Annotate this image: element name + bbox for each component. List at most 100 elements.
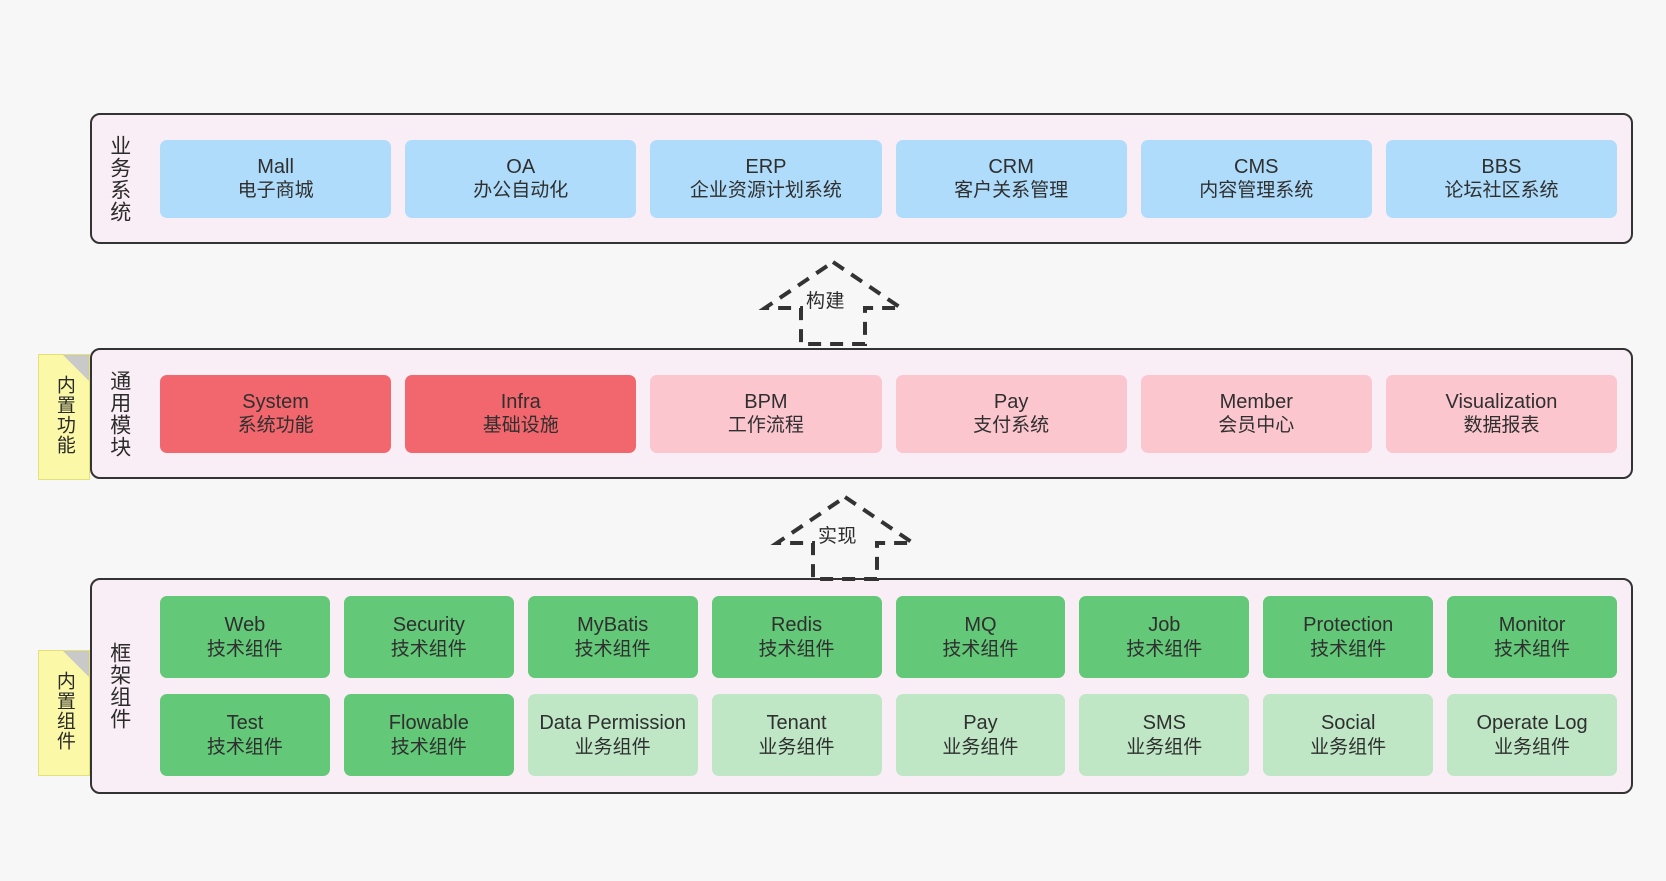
node-oa-title: OA xyxy=(506,155,536,178)
node-data-permission-title: Data Permission xyxy=(539,712,687,735)
layer-business-systems-body: Mall 电子商城 OA 办公自动化 ERP 企业资源计划系统 CRM 客户关系… xyxy=(146,115,1631,242)
node-visualization-title: Visualization xyxy=(1445,390,1558,413)
node-redis-title: Redis xyxy=(770,614,823,637)
node-erp[interactable]: ERP 企业资源计划系统 xyxy=(650,139,882,218)
note-fold-corner-icon xyxy=(63,355,89,381)
node-bbs[interactable]: BBS 论坛社区系统 xyxy=(1385,139,1618,218)
note-builtin-features: 内置功能 xyxy=(38,354,90,480)
node-pay-module-subtitle: 支付系统 xyxy=(973,415,1050,437)
framework-tech-row: Web 技术组件 Security 技术组件 MyBatis 技术组件 Redi… xyxy=(160,596,1617,678)
node-operate-log[interactable]: Operate Log 业务组件 xyxy=(1447,694,1617,776)
layer-common-modules-body: System 系统功能 Infra 基础设施 BPM 工作流程 Pay 支付系统… xyxy=(146,350,1631,477)
node-system-title: System xyxy=(242,390,309,413)
node-pay-module[interactable]: Pay 支付系统 xyxy=(895,374,1127,453)
node-redis[interactable]: Redis 技术组件 xyxy=(711,596,882,678)
node-sms-subtitle: 业务组件 xyxy=(1126,736,1203,758)
node-erp-title: ERP xyxy=(745,155,787,178)
node-monitor[interactable]: Monitor 技术组件 xyxy=(1447,596,1617,678)
node-monitor-subtitle: 技术组件 xyxy=(1494,638,1571,660)
node-security-subtitle: 技术组件 xyxy=(390,638,467,660)
node-job-subtitle: 技术组件 xyxy=(1126,638,1203,660)
node-sms[interactable]: SMS 业务组件 xyxy=(1079,694,1250,776)
node-crm[interactable]: CRM 客户关系管理 xyxy=(895,139,1127,218)
node-social[interactable]: Social 业务组件 xyxy=(1263,694,1434,776)
connector-implement-label: 实现 xyxy=(818,526,858,547)
node-monitor-title: Monitor xyxy=(1498,614,1566,637)
node-operate-log-title: Operate Log xyxy=(1476,712,1588,735)
node-tenant[interactable]: Tenant 业务组件 xyxy=(711,694,882,776)
node-tenant-title: Tenant xyxy=(766,712,827,735)
node-pay-module-title: Pay xyxy=(993,390,1029,413)
node-bbs-title: BBS xyxy=(1481,155,1522,178)
note-builtin-features-label: 内置功能 xyxy=(53,375,75,455)
node-data-permission-subtitle: 业务组件 xyxy=(574,736,651,758)
node-visualization[interactable]: Visualization 数据报表 xyxy=(1385,374,1618,453)
node-mybatis-subtitle: 技术组件 xyxy=(574,638,651,660)
node-bbs-subtitle: 论坛社区系统 xyxy=(1444,180,1559,202)
node-mq[interactable]: MQ 技术组件 xyxy=(895,596,1066,678)
node-protection-subtitle: 技术组件 xyxy=(1310,638,1387,660)
node-member-subtitle: 会员中心 xyxy=(1218,415,1295,437)
node-pay-component-subtitle: 业务组件 xyxy=(942,736,1019,758)
node-oa[interactable]: OA 办公自动化 xyxy=(405,139,637,218)
node-flowable[interactable]: Flowable 技术组件 xyxy=(343,694,514,776)
node-member[interactable]: Member 会员中心 xyxy=(1140,374,1372,453)
node-mybatis[interactable]: MyBatis 技术组件 xyxy=(527,596,698,678)
node-web[interactable]: Web 技术组件 xyxy=(160,596,330,678)
layer-business-systems-title: 业务系统 xyxy=(107,134,131,223)
layer-business-systems: 业务系统 Mall 电子商城 OA 办公自动化 ERP 企业资源计划系统 CRM… xyxy=(90,113,1633,244)
node-web-subtitle: 技术组件 xyxy=(206,638,283,660)
node-oa-subtitle: 办公自动化 xyxy=(473,180,569,202)
node-mybatis-title: MyBatis xyxy=(577,614,649,637)
node-social-subtitle: 业务组件 xyxy=(1310,736,1387,758)
node-cms-title: CMS xyxy=(1234,155,1279,178)
node-job-title: Job xyxy=(1148,614,1181,637)
node-crm-subtitle: 客户关系管理 xyxy=(954,180,1069,202)
node-system[interactable]: System 系统功能 xyxy=(160,374,392,453)
note-fold-corner-icon xyxy=(63,651,89,677)
connector-build-shape xyxy=(758,259,908,346)
node-protection-title: Protection xyxy=(1303,614,1394,637)
node-job[interactable]: Job 技术组件 xyxy=(1079,596,1250,678)
note-builtin-components-label: 内置组件 xyxy=(53,671,75,751)
node-test[interactable]: Test 技术组件 xyxy=(160,694,330,776)
node-protection[interactable]: Protection 技术组件 xyxy=(1263,596,1434,678)
framework-business-row: Test 技术组件 Flowable 技术组件 Data Permission … xyxy=(160,694,1617,776)
node-pay-component-title: Pay xyxy=(963,712,998,735)
node-crm-title: CRM xyxy=(988,155,1034,178)
node-member-title: Member xyxy=(1219,390,1293,413)
node-mq-title: MQ xyxy=(964,614,997,637)
node-cms[interactable]: CMS 内容管理系统 xyxy=(1140,139,1372,218)
node-security-title: Security xyxy=(392,614,465,637)
node-bpm[interactable]: BPM 工作流程 xyxy=(650,374,882,453)
node-data-permission[interactable]: Data Permission 业务组件 xyxy=(527,694,698,776)
node-test-title: Test xyxy=(226,712,264,735)
node-mall-subtitle: 电子商城 xyxy=(237,180,314,202)
node-test-subtitle: 技术组件 xyxy=(206,736,283,758)
node-operate-log-subtitle: 业务组件 xyxy=(1494,736,1571,758)
node-bpm-title: BPM xyxy=(744,390,788,413)
node-infra-title: Infra xyxy=(500,390,541,413)
node-visualization-subtitle: 数据报表 xyxy=(1463,415,1540,437)
node-redis-subtitle: 技术组件 xyxy=(758,638,835,660)
connector-implement: 实现 xyxy=(770,493,920,581)
connector-build-label: 构建 xyxy=(806,291,846,312)
layer-common-modules-title: 通用模块 xyxy=(107,369,131,458)
node-security[interactable]: Security 技术组件 xyxy=(343,596,514,678)
layer-framework-components-title: 框架组件 xyxy=(107,642,131,730)
node-infra-subtitle: 基础设施 xyxy=(482,415,559,437)
layer-common-modules: 通用模块 System 系统功能 Infra 基础设施 BPM 工作流程 Pay… xyxy=(90,348,1633,479)
connector-implement-shape xyxy=(770,494,920,581)
common-modules-row: System 系统功能 Infra 基础设施 BPM 工作流程 Pay 支付系统… xyxy=(160,374,1618,453)
node-flowable-title: Flowable xyxy=(388,712,469,735)
node-pay-component[interactable]: Pay 业务组件 xyxy=(895,694,1066,776)
node-mall-title: Mall xyxy=(257,155,294,178)
node-infra[interactable]: Infra 基础设施 xyxy=(405,374,637,453)
note-builtin-components: 内置组件 xyxy=(38,650,90,776)
node-cms-subtitle: 内容管理系统 xyxy=(1199,180,1314,202)
node-social-title: Social xyxy=(1320,712,1376,735)
node-mall[interactable]: Mall 电子商城 xyxy=(160,139,392,218)
node-tenant-subtitle: 业务组件 xyxy=(758,736,835,758)
node-system-subtitle: 系统功能 xyxy=(237,415,314,437)
